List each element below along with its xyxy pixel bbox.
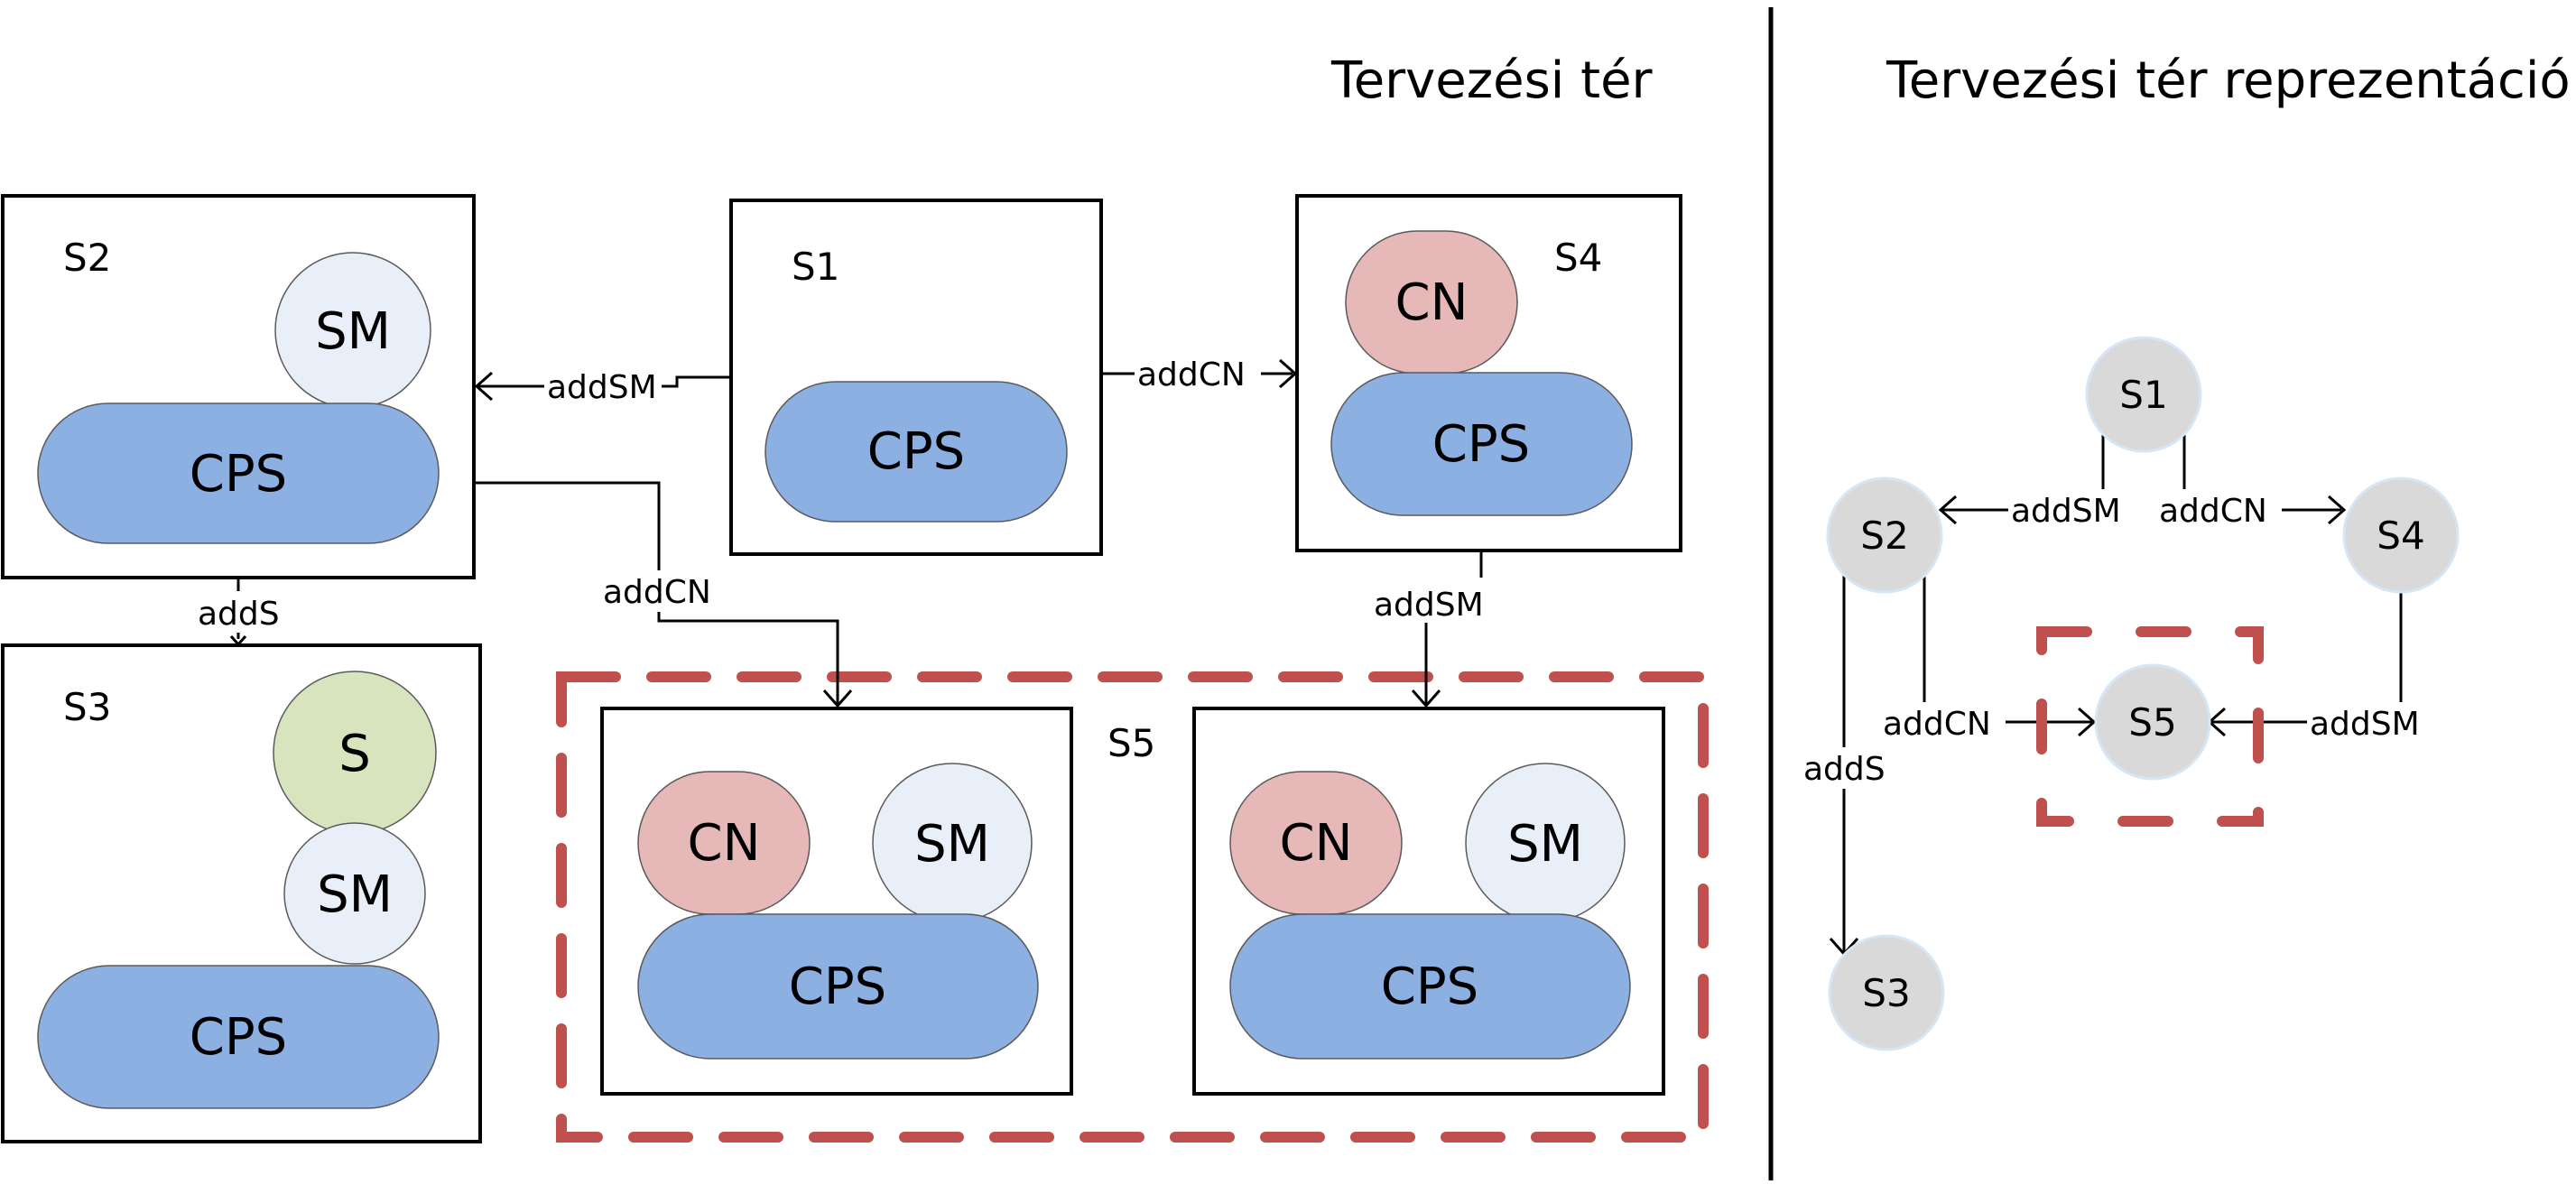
arrowhead bbox=[2328, 495, 2347, 525]
cps-component bbox=[764, 381, 1068, 523]
cps-component bbox=[37, 965, 440, 1109]
sm-label: SM bbox=[914, 815, 990, 874]
cps-component bbox=[1330, 372, 1633, 516]
edge-label-bg bbox=[195, 591, 282, 633]
s5-highlight-frame bbox=[556, 671, 1709, 1143]
graph-node-label-s5: S5 bbox=[2128, 700, 2176, 745]
edge-label-add-cn: addCN bbox=[1883, 706, 1991, 743]
arrowhead bbox=[1411, 689, 1441, 708]
arrowhead bbox=[2078, 707, 2097, 737]
state-label-s5: S5 bbox=[1107, 721, 1155, 765]
edge-label-bg bbox=[2157, 489, 2282, 531]
edge-label-add-cn: addCN bbox=[1137, 356, 1246, 393]
design-space-representation-heading: Tervezési tér reprezentáció bbox=[1886, 51, 2571, 110]
state-label-s4: S4 bbox=[1554, 236, 1602, 280]
edge-label-bg bbox=[544, 365, 662, 406]
graph-node-s5 bbox=[2094, 663, 2211, 781]
edge-label-bg bbox=[2307, 702, 2428, 744]
graph-node-label-s3: S3 bbox=[1862, 971, 1910, 1015]
cps-label: CPS bbox=[1432, 415, 1530, 474]
arrowhead bbox=[1279, 358, 1298, 389]
edge-label-add-sm: addSM bbox=[2310, 706, 2420, 743]
state-label-s2: S2 bbox=[63, 236, 111, 280]
cps-label: CPS bbox=[1381, 958, 1478, 1016]
cps-label: CPS bbox=[789, 958, 886, 1016]
arrowhead bbox=[1938, 495, 1957, 525]
s5-node-highlight-frame bbox=[2036, 626, 2264, 827]
arrowhead bbox=[229, 635, 247, 647]
cn-label: CN bbox=[1280, 814, 1353, 873]
graph-node-s3 bbox=[1828, 934, 1945, 1051]
edge-label-add-sm: addSM bbox=[547, 369, 657, 406]
edge-label-add-sm: addSM bbox=[1374, 587, 1484, 624]
cps-label: CPS bbox=[867, 422, 965, 481]
s-label: S bbox=[338, 725, 371, 783]
graph-node-s4 bbox=[2342, 477, 2460, 594]
sm-label: SM bbox=[317, 865, 393, 924]
edge-label-add-cn: addCN bbox=[2159, 493, 2267, 530]
cn-label: CN bbox=[688, 814, 761, 873]
graph-edge-s2-s5 bbox=[1923, 575, 2092, 724]
graph-node-s2 bbox=[1826, 477, 1943, 594]
edge-label-add-sm: addSM bbox=[2011, 493, 2121, 530]
edge-s2-s5 bbox=[474, 481, 839, 704]
cn-label: CN bbox=[1395, 273, 1469, 332]
edge-label-add-cn: addCN bbox=[603, 574, 711, 611]
state-label-s3: S3 bbox=[63, 685, 111, 729]
graph-node-label-s4: S4 bbox=[2377, 514, 2424, 558]
sm-component bbox=[283, 822, 426, 965]
state-label-s1: S1 bbox=[792, 245, 839, 289]
cps-label: CPS bbox=[190, 1008, 287, 1067]
edge-label-bg bbox=[1802, 747, 1886, 789]
arrowhead bbox=[822, 689, 853, 708]
edge-label-bg bbox=[1135, 352, 1261, 393]
graph-node-label-s1: S1 bbox=[2119, 373, 2167, 417]
graph-node-label-s2: S2 bbox=[1860, 514, 1908, 558]
cps-label: CPS bbox=[190, 445, 287, 504]
sm-label: SM bbox=[315, 302, 391, 361]
graph-node-s1 bbox=[2085, 336, 2202, 453]
cps-component bbox=[637, 913, 1039, 1060]
edge-label-bg bbox=[1879, 702, 2006, 744]
edge-label-bg bbox=[601, 570, 717, 612]
sm-label: SM bbox=[1507, 815, 1583, 874]
edge-label-add-s: addS bbox=[198, 596, 280, 633]
edge-label-bg bbox=[2008, 489, 2126, 531]
edge-label-add-s: addS bbox=[1803, 751, 1886, 788]
graph-edge-s4-s5 bbox=[2211, 575, 2403, 724]
design-space-heading: Tervezési tér bbox=[1330, 51, 1654, 110]
cps-component bbox=[1229, 913, 1631, 1060]
arrowhead bbox=[474, 371, 493, 402]
cps-component bbox=[37, 403, 440, 544]
